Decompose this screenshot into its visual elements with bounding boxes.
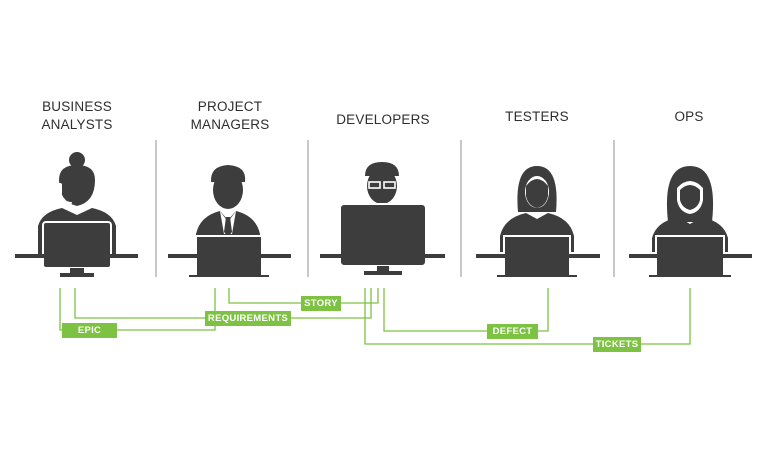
role-title-business-analysts: BUSINESS ANALYSTS — [2, 98, 152, 134]
laptop-icon — [476, 235, 600, 279]
monitor-icon — [320, 203, 445, 275]
role-title-line: TESTERS — [505, 109, 569, 124]
connector-tickets — [364, 288, 691, 345]
flow-tag-epic: EPIC — [62, 323, 117, 338]
role-title-line: DEVELOPERS — [336, 112, 430, 127]
role-title-project-managers: PROJECT MANAGERS — [155, 98, 305, 134]
laptop-icon — [168, 235, 291, 279]
flow-tag-tickets: TICKETS — [593, 337, 641, 352]
column-dividers — [155, 140, 615, 277]
laptop-icon — [629, 235, 752, 279]
role-title-line: PROJECT — [197, 99, 263, 114]
role-title-line: MANAGERS — [190, 117, 270, 132]
role-title-line: OPS — [674, 109, 704, 124]
flow-tag-defect: DEFECT — [487, 324, 538, 339]
connector-epic — [59, 288, 216, 331]
laptop-icon — [15, 221, 138, 277]
flow-connectors — [59, 288, 691, 345]
flow-tag-requirements: REQUIREMENTS — [205, 311, 291, 326]
role-title-line: ANALYSTS — [41, 117, 113, 132]
connector-defect — [383, 288, 549, 332]
flow-tag-story: STORY — [301, 296, 341, 311]
role-title-testers: TESTERS — [462, 108, 612, 126]
role-title-line: BUSINESS — [42, 99, 112, 114]
role-title-ops: OPS — [614, 108, 764, 126]
role-title-developers: DEVELOPERS — [308, 111, 458, 129]
